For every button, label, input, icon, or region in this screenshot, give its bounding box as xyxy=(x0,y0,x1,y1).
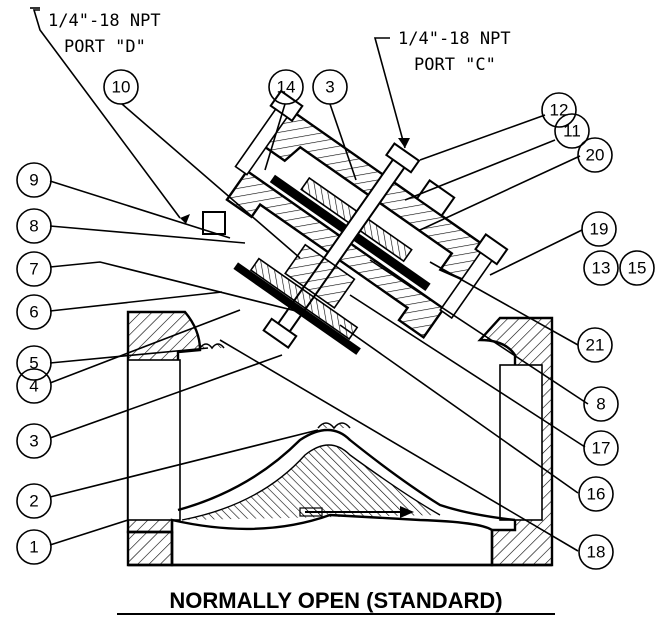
balloon-2: 2 xyxy=(16,483,52,519)
balloon-20-label: 20 xyxy=(586,146,605,165)
balloon-7: 7 xyxy=(16,251,52,287)
balloon-3-lower-label: 3 xyxy=(29,432,38,451)
balloon-18-label: 18 xyxy=(587,543,606,562)
balloon-4: 4 xyxy=(16,368,52,404)
leader-lines xyxy=(49,103,589,552)
balloon-20: 20 xyxy=(577,137,613,173)
balloon-2-label: 2 xyxy=(29,492,38,511)
flow-arrow xyxy=(299,506,414,518)
balloon-5-label: 5 xyxy=(29,354,38,373)
balloon-4-label: 4 xyxy=(29,377,38,396)
balloon-8-left-label: 8 xyxy=(29,217,38,236)
port-d-label: PORT "D" xyxy=(64,37,146,57)
balloon-12: 12 xyxy=(541,92,577,128)
port-c-spec: 1/4"-18 NPT xyxy=(398,29,511,49)
balloon-8-right-label: 8 xyxy=(596,395,605,414)
valve-body xyxy=(126,310,554,567)
balloon-10-label: 10 xyxy=(112,78,131,97)
disc xyxy=(233,262,361,355)
balloon-3-lower: 3 xyxy=(16,423,52,459)
balloon-8-left: 8 xyxy=(16,208,52,244)
balloon-21: 21 xyxy=(577,327,613,363)
balloon-11: 11 xyxy=(554,113,590,149)
port-d-plug xyxy=(202,211,226,235)
balloon-19-label: 19 xyxy=(590,220,609,239)
cover-bolt-left xyxy=(234,89,304,176)
balloon-16: 16 xyxy=(578,476,614,512)
balloon-11-label: 11 xyxy=(563,122,581,141)
balloon-12-label: 12 xyxy=(550,101,569,120)
port-c-callout: 1/4"-18 NPT PORT "C" xyxy=(373,29,511,149)
balloon-9: 9 xyxy=(16,162,52,198)
balloon-6-label: 6 xyxy=(29,303,38,322)
weld-5 xyxy=(199,343,225,350)
balloon-14-label: 14 xyxy=(277,78,296,97)
cover-bolt-right xyxy=(439,233,509,320)
stem-nut-top xyxy=(384,142,421,174)
balloon-17: 17 xyxy=(583,430,619,466)
bonnet-assembly xyxy=(225,89,509,355)
balloon-18: 18 xyxy=(578,534,614,570)
balloon-14: 14 xyxy=(268,69,304,105)
balloon-1-label: 1 xyxy=(29,538,38,557)
port-c-label: PORT "C" xyxy=(414,55,496,75)
diagram-title: NORMALLY OPEN (STANDARD) xyxy=(117,588,555,615)
stem-nut-bottom xyxy=(262,317,298,349)
left-port-bore xyxy=(127,359,181,521)
port-c-plug xyxy=(415,179,456,218)
balloon-17-label: 17 xyxy=(592,439,611,458)
port-d-callout: 1/4"-18 NPT PORT "D" xyxy=(30,7,190,224)
balloon-1: 1 xyxy=(16,529,52,565)
balloon-21-label: 21 xyxy=(586,336,605,355)
balloon-9-label: 9 xyxy=(29,171,38,190)
weld-2 xyxy=(317,422,351,430)
balloon-19: 19 xyxy=(581,211,617,247)
port-d-spec: 1/4"-18 NPT xyxy=(48,11,161,31)
balloon-13-label: 13 xyxy=(592,259,611,278)
balloon-3-upper: 3 xyxy=(312,69,348,105)
spacer xyxy=(284,243,356,309)
disc-retainer xyxy=(249,257,359,341)
balloon-5: 5 xyxy=(16,345,52,381)
balloon-3-upper-label: 3 xyxy=(325,78,334,97)
balloon-15-label: 15 xyxy=(628,259,647,278)
balloon-10: 10 xyxy=(103,69,139,105)
balloon-15: 15 xyxy=(619,250,655,286)
balloon-13: 13 xyxy=(583,250,619,286)
balloon-6: 6 xyxy=(16,294,52,330)
balloon-7-label: 7 xyxy=(29,260,38,279)
balloon-8-right: 8 xyxy=(583,386,619,422)
diagram-title-text: NORMALLY OPEN (STANDARD) xyxy=(169,588,502,613)
balloon-16-label: 16 xyxy=(587,485,606,504)
